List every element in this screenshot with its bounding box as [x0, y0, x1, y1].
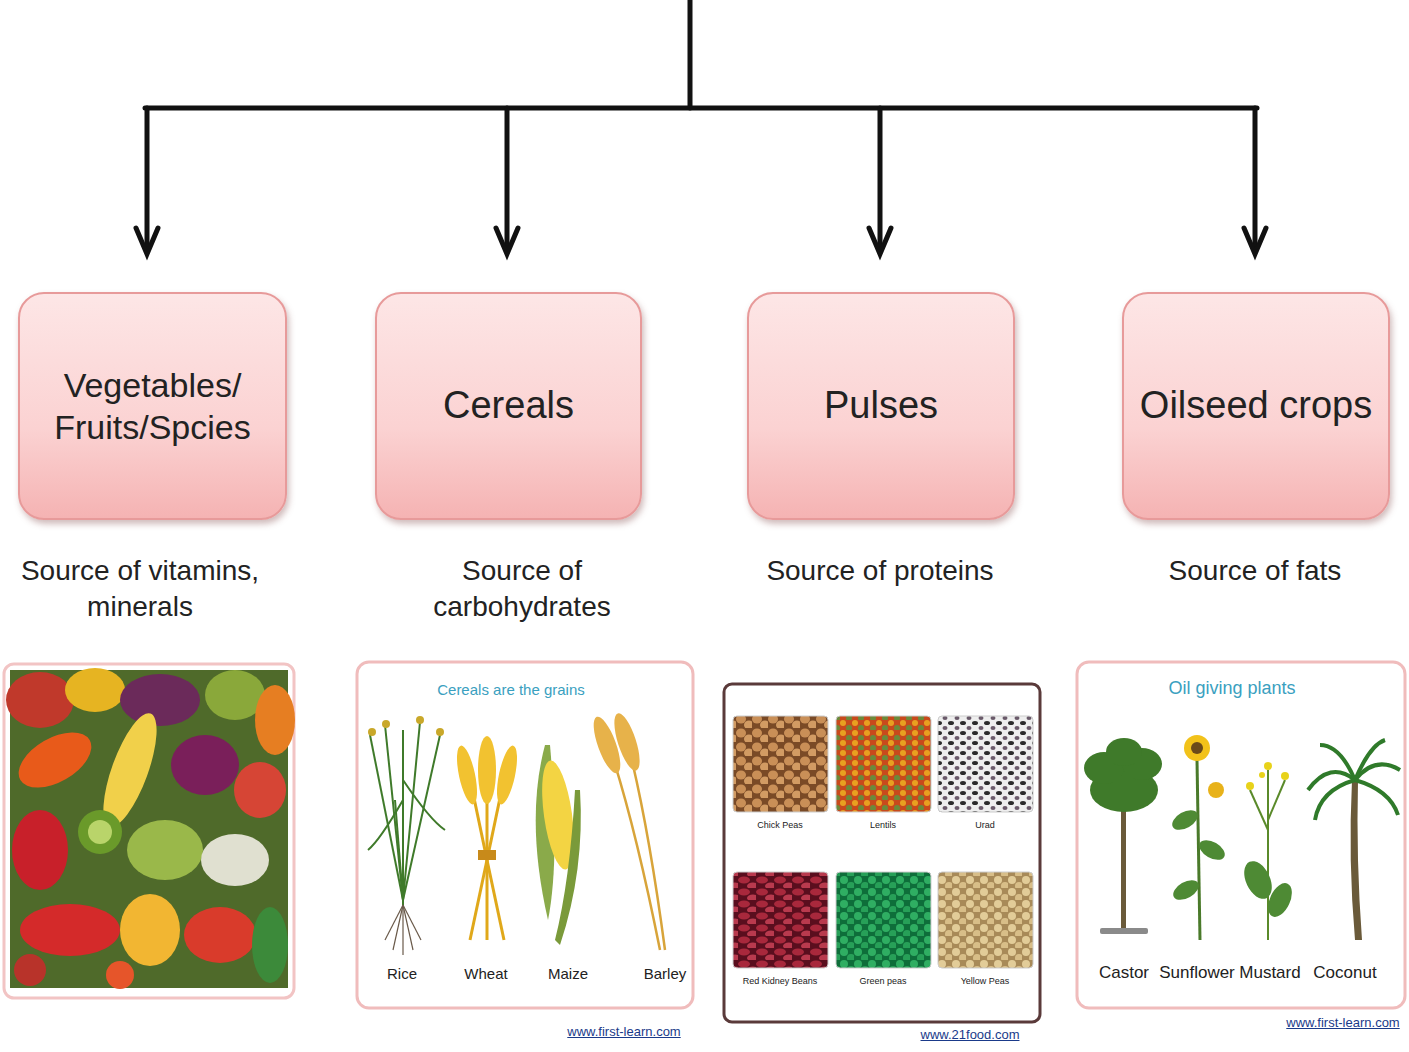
item-label: Chick Peas	[733, 820, 828, 832]
item-label: Wheat	[451, 964, 521, 984]
item-label: Lentils	[836, 820, 931, 832]
item-label: Red Kidney Beans	[730, 976, 830, 988]
item-label: Coconut	[1308, 962, 1383, 984]
category-box: Vegetables/ Fruits/Spcies	[18, 292, 287, 520]
nutrient-caption: Source of vitamins, minerals	[0, 553, 280, 626]
item-label: Sunflower	[1157, 962, 1237, 984]
item-label: Castor	[1089, 962, 1159, 984]
category-title: Cereals	[443, 382, 574, 430]
category-title: Pulses	[824, 382, 938, 430]
nutrient-caption: Source of carbohydrates	[397, 553, 647, 626]
source-url: www.21food.com	[910, 1027, 1030, 1044]
item-label: Yellow Peas	[938, 976, 1033, 988]
item-label: Urad	[938, 820, 1033, 832]
category-title: Oilseed crops	[1140, 382, 1372, 430]
item-label: Oil giving plants	[1132, 677, 1332, 700]
item-label: Cereals are the grains	[411, 680, 611, 700]
category-box: Pulses	[747, 292, 1015, 520]
source-url: www.first-learn.com	[1283, 1015, 1403, 1032]
nutrient-caption: Source of proteins	[720, 553, 1040, 589]
item-label: Mustard	[1233, 962, 1308, 984]
category-box: Oilseed crops	[1122, 292, 1390, 520]
category-title: Vegetables/ Fruits/Spcies	[20, 364, 285, 449]
item-label: Maize	[533, 964, 603, 984]
item-label: Barley	[635, 964, 695, 984]
source-url: www.first-learn.com	[554, 1024, 694, 1041]
item-label: Green peas	[836, 976, 931, 988]
category-box: Cereals	[375, 292, 642, 520]
nutrient-caption: Source of fats	[1105, 553, 1405, 589]
item-label: Rice	[367, 964, 437, 984]
